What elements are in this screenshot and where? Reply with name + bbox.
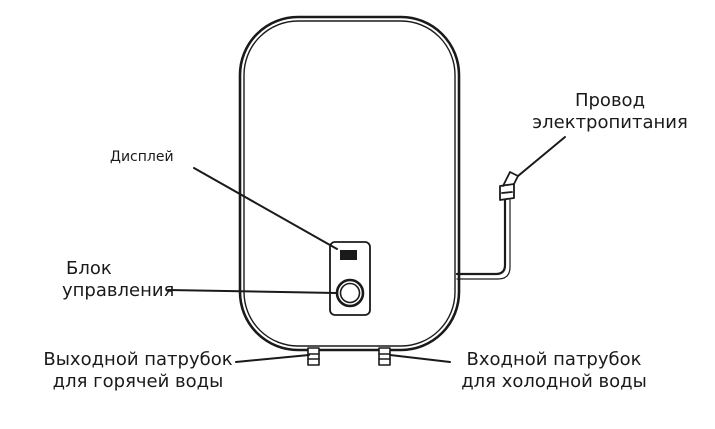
tank-body-inner <box>243 20 456 347</box>
label-control-line1: Блок <box>66 258 112 279</box>
inlet-pipe <box>378 347 391 366</box>
power-cord <box>455 198 507 276</box>
power-plug <box>499 171 519 201</box>
leader-inlet <box>389 354 451 363</box>
label-control-line2: управления <box>62 279 175 301</box>
label-display-text: Дисплей <box>110 149 174 165</box>
leader-display <box>193 167 338 250</box>
control-knob-inner <box>339 282 361 304</box>
label-outlet-line2: для горячей воды <box>52 370 224 392</box>
power-cord-inner <box>456 199 511 280</box>
label-outlet-pipe: Выходной патрубок для горячей воды <box>34 349 242 392</box>
label-outlet-line1: Выходной патрубок <box>43 349 233 370</box>
outlet-pipe <box>307 347 320 366</box>
label-power-line1: Провод <box>574 90 646 111</box>
label-inlet-pipe: Входной патрубок для холодной воды <box>448 349 660 392</box>
label-power-line2: электропитания <box>532 111 688 133</box>
leader-power <box>517 136 566 177</box>
label-inlet-line1: Входной патрубок <box>466 349 642 370</box>
label-inlet-line2: для холодной воды <box>461 370 647 392</box>
leader-control <box>167 289 337 294</box>
display-screen <box>340 250 357 260</box>
control-panel <box>329 241 371 316</box>
label-control-unit: Блок управления <box>62 258 174 301</box>
label-power-cord: Провод электропитания <box>520 90 700 133</box>
label-display: Дисплей <box>110 149 174 166</box>
tank-body-outer <box>238 15 461 352</box>
leader-outlet <box>235 354 310 363</box>
